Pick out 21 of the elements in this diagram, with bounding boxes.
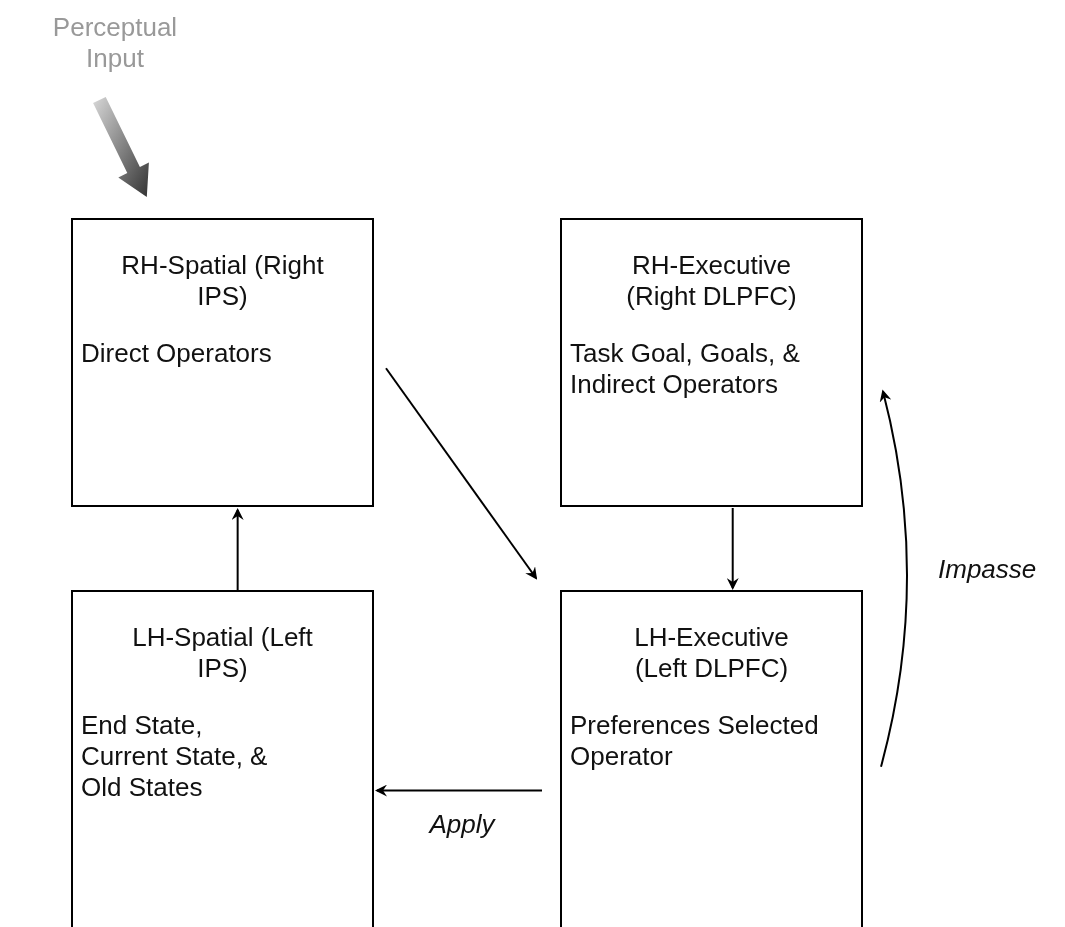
box-heading: LH-Spatial (Left IPS) bbox=[131, 622, 314, 684]
process-box bbox=[71, 218, 374, 507]
arrow bbox=[231, 508, 244, 591]
arrow bbox=[375, 784, 543, 797]
box-text: Preferences Selected Operator bbox=[570, 710, 820, 772]
box-text: Direct Operators bbox=[81, 338, 273, 369]
input-label: Perceptual Input bbox=[51, 12, 179, 74]
process-box bbox=[560, 590, 863, 927]
block-arrow bbox=[93, 96, 149, 197]
edge-label: Impasse bbox=[938, 553, 1037, 585]
box-text: End State, Current State, & Old States bbox=[81, 710, 269, 803]
box-text: Task Goal, Goals, & Indirect Operators bbox=[570, 338, 801, 400]
process-box bbox=[560, 218, 863, 507]
box-heading: LH-Executive (Left DLPFC) bbox=[633, 622, 790, 684]
arrow bbox=[385, 367, 538, 580]
edge-label: Apply bbox=[429, 808, 495, 840]
box-heading: RH-Executive (Right DLPFC) bbox=[625, 250, 798, 312]
arrow bbox=[726, 507, 739, 590]
box-heading: RH-Spatial (Right IPS) bbox=[120, 250, 325, 312]
process-box bbox=[71, 590, 374, 927]
arrow bbox=[879, 389, 908, 768]
